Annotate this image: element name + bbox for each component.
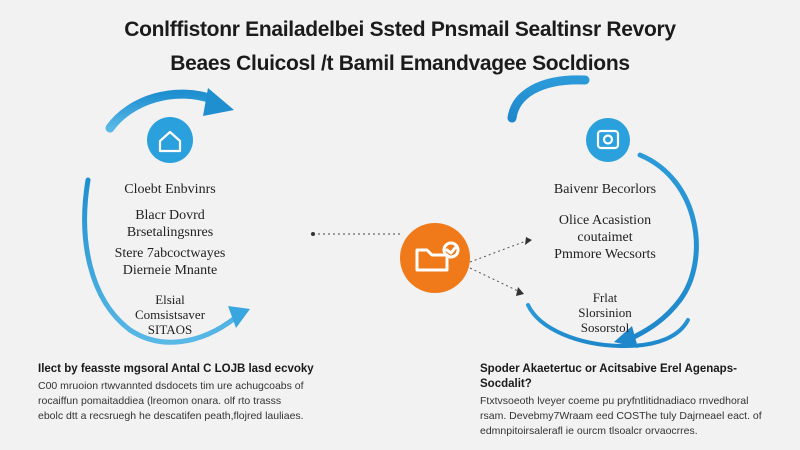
left-label-mid1: Blacr Dovrd Brsetalingsnres (126, 208, 214, 240)
left-label-top: Cloebt Enbvinrs (124, 182, 216, 197)
right-note-body: Ftxtvsoeoth lveyer coeme pu pryfntlitidn… (480, 395, 762, 437)
right-side-arrowhead (614, 326, 638, 348)
left-note-heading: Ilect by feasste mgsoral Antal C LOJB la… (38, 363, 314, 375)
right-side-arc (629, 152, 699, 341)
left-top-arc (105, 89, 220, 133)
right-label-mid: Olice Acasistion coutaimet Pmmore Wecsor… (554, 213, 656, 262)
folder-chat-icon (415, 241, 460, 272)
right-note-heading: Spoder Akaetertuc or Acitsabive Erel Age… (480, 363, 737, 390)
left-side-arc (82, 177, 238, 345)
left-badge (147, 117, 193, 163)
right-bottom-arc (526, 303, 690, 349)
right-badge (586, 118, 630, 162)
right-label-top: Baivenr Becorlors (553, 182, 657, 197)
right-top-arc (507, 75, 590, 123)
center-badge (400, 223, 470, 293)
left-note: Ilect by feasste mgsoral Antal C LOJB la… (38, 362, 338, 424)
right-note: Spoder Akaetertuc or Acitsabive Erel Age… (480, 362, 780, 439)
camera-icon (596, 129, 620, 150)
left-top-arrowhead (203, 88, 234, 116)
left-bottom-arrowhead (228, 306, 250, 328)
page-title-line1: Conlffistonr Enailadelbei Ssted Pnsmail … (124, 18, 676, 41)
left-label-bottom: Elsial Comsistsaver SITAOS (134, 292, 206, 337)
center-connector-lower-right (469, 267, 521, 293)
house-icon (158, 130, 182, 153)
left-note-body: C00 mruoion rtwvannted dsdocets tim ure … (38, 380, 304, 422)
right-label-bottom: Frlat Slorsinion Sosorstol (578, 290, 632, 335)
page-title-line2: Beaes Cluicosl /t Bamil Emandvagee Socld… (170, 52, 630, 75)
left-label-mid2: Stere 7abcoctwayes Dierneie Mnante (114, 246, 226, 278)
center-connector-upper-right (469, 240, 527, 263)
